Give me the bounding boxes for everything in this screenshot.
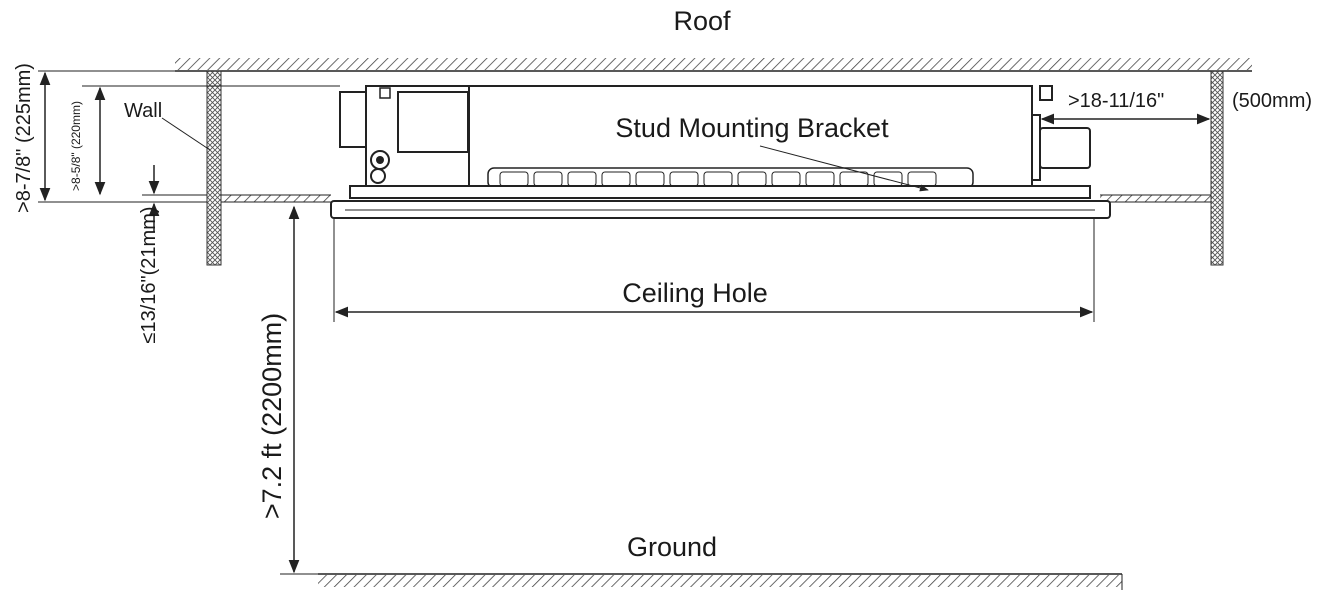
stud-bracket-leader xyxy=(759,145,929,192)
floor-clearance-label: >7.2 ft (2200mm) xyxy=(257,313,287,519)
ground-surface xyxy=(318,573,1123,590)
side-clearance-inch-label: >18-11/16" xyxy=(1068,90,1164,112)
cassette-unit xyxy=(330,85,1111,219)
left-wall xyxy=(206,70,222,266)
ground-label: Ground xyxy=(627,532,717,562)
wall-leader xyxy=(161,117,211,151)
roof-structure xyxy=(175,58,1252,72)
right-wall xyxy=(1210,70,1224,266)
total-height-dimension xyxy=(38,70,207,203)
ceiling-thickness-dimension xyxy=(142,165,207,232)
unit-height-dimension xyxy=(82,85,340,196)
side-clearance-mm-label: (500mm) xyxy=(1232,90,1312,112)
total-height-label: >8-7/8" (225mm) xyxy=(13,63,35,213)
wall-label: Wall xyxy=(124,100,162,122)
ceiling-hole-label: Ceiling Hole xyxy=(622,278,768,308)
unit-height-label: >8-5/8" (220mm) xyxy=(69,101,83,191)
ceiling-hole-dimension xyxy=(333,218,1095,322)
stud-bracket-label: Stud Mounting Bracket xyxy=(615,113,889,143)
floor-clearance-dimension xyxy=(280,205,318,575)
ceiling-board xyxy=(221,194,1211,203)
ceiling-thickness-label: ≤13/16"(21mm) xyxy=(138,206,160,343)
roof-label: Roof xyxy=(673,6,731,36)
